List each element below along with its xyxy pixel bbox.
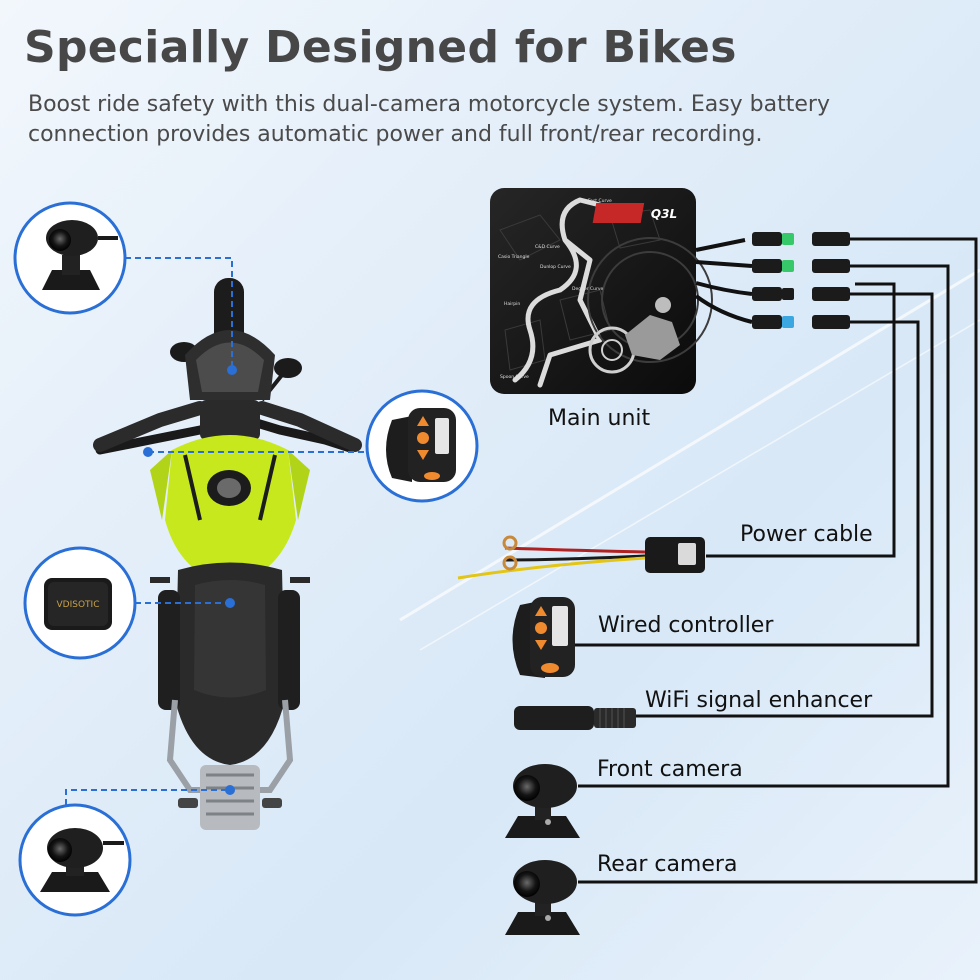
power-cable-label: Power cable: [740, 522, 873, 547]
page-subtitle: Boost ride safety with this dual-camera …: [28, 92, 830, 147]
track-label: Casio Triangle: [498, 254, 530, 260]
page-title: Specially Designed for Bikes: [24, 22, 737, 73]
connector-cables: [694, 232, 850, 329]
power-cable-image: [457, 535, 705, 580]
wifi-enhancer-image: [514, 706, 636, 730]
track-label: C&D Curve: [535, 244, 560, 250]
track-label: Hairpin: [504, 301, 520, 307]
track-label: Spoon Curve: [500, 374, 529, 380]
track-label: Dunlop Curve: [540, 264, 571, 270]
track-label: Fast Curve: [588, 198, 612, 204]
wired-controller-image: [512, 597, 575, 678]
main-unit-model: Q3L: [651, 207, 677, 221]
callout-rear-line: [65, 789, 228, 815]
main-unit-label: Main unit: [548, 406, 651, 431]
callout-circle-front-camera: [13, 201, 127, 315]
main-unit-image: Q3L Fast Curve C&D Curve Dunlop Curve Ca…: [490, 188, 713, 394]
rear-camera-image: [505, 860, 580, 935]
wiring-lines: [568, 237, 978, 884]
front-camera-label: Front camera: [597, 757, 743, 782]
wired-controller-label: Wired controller: [598, 613, 774, 638]
wifi-enhancer-label: WiFi signal enhancer: [645, 688, 873, 713]
callout-circle-controller: [365, 389, 479, 503]
callout-circle-rear-camera: [18, 803, 132, 917]
rear-camera-label: Rear camera: [597, 852, 738, 877]
track-label: Degner Curve: [572, 286, 603, 292]
front-camera-image: [505, 764, 580, 838]
callout-front-camera: [125, 257, 233, 368]
svg-text:VDISOTIC: VDISOTIC: [57, 600, 100, 610]
motorcycle-image: [93, 278, 362, 830]
track-labels: Fast Curve C&D Curve Dunlop Curve Casio …: [498, 198, 612, 380]
callout-circle-mainunit: VDISOTIC: [23, 546, 137, 660]
